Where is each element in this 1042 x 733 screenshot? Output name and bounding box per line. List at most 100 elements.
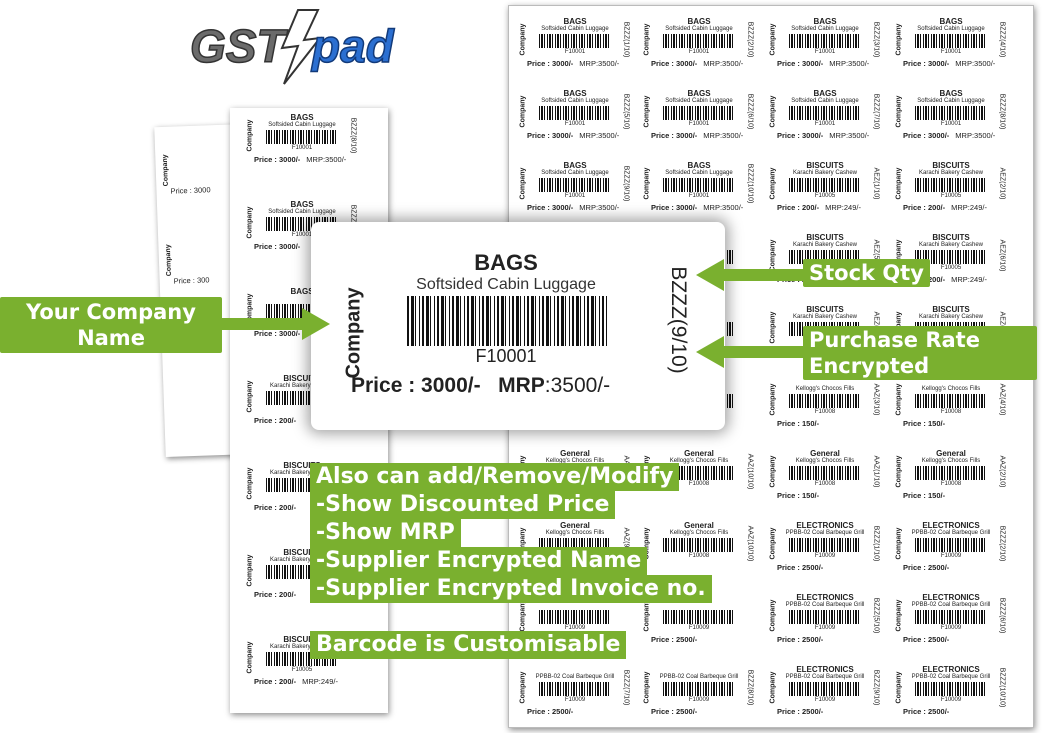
label-category: ELECTRONICS [796, 521, 854, 530]
label-stock-code: BZZZ(5/10) [872, 597, 880, 634]
back-label-company: Company [161, 154, 170, 187]
label-product: Karachi Bakery Cashew [918, 242, 984, 248]
label-stock-code: AAZ(3/10) [872, 383, 880, 416]
label-product: Kellogg's Chocos Fills [921, 386, 981, 392]
label-price: Price : 3000/- [651, 59, 698, 68]
label-code: F10001 [564, 121, 586, 127]
zoomed-barcode-label: Company BAGS Softsided Cabin Luggage F10… [311, 222, 725, 430]
label-mrp: MRP:3500/- [955, 59, 996, 68]
label-category: ELECTRONICS [796, 593, 854, 602]
label-product: Softsided Cabin Luggage [917, 26, 985, 32]
label-code: F10008 [688, 481, 710, 487]
label-price-row: Price : 200/- [254, 416, 302, 425]
label-code: F10001 [940, 121, 962, 127]
label-barcode [789, 34, 859, 48]
zoomed-label-stock-code: BZZZ(9/10) [667, 266, 690, 374]
label-price-row: Price : 2500/- [903, 635, 955, 644]
label-code: F10008 [814, 481, 836, 487]
label-code: F10001 [814, 49, 836, 55]
label-barcode [539, 178, 609, 192]
label-barcode [663, 610, 733, 624]
label-code: F10009 [940, 625, 962, 631]
label-code: F10001 [940, 49, 962, 55]
label-barcode [539, 106, 609, 120]
logo-text-gst: GST [190, 20, 288, 72]
label-code: F10008 [814, 409, 836, 415]
label-mrp: MRP:3500/- [703, 131, 744, 140]
label-product: PPBB-02 Coal Barbeque Grill [785, 530, 865, 536]
label-category: ELECTRONICS [922, 521, 980, 530]
label-barcode [663, 34, 733, 48]
label-company: Company [643, 95, 651, 128]
label-code: F10001 [564, 193, 586, 199]
label-barcode [663, 106, 733, 120]
arrow-right-icon [222, 308, 330, 340]
purchase-rate-callout: Purchase Rate Encrypted [803, 326, 1037, 380]
arrow-left-icon [696, 336, 806, 368]
label-company: Company [643, 167, 651, 200]
label-product: Kellogg's Chocos Fills [795, 458, 855, 464]
zoomed-label-product: Softsided Cabin Luggage [416, 276, 596, 293]
label-price: Price : 200/- [254, 677, 297, 686]
label-barcode [789, 394, 859, 408]
label-category: General [560, 449, 590, 458]
label-price: Price : 2500/- [903, 563, 950, 572]
label-stock-code: AEZ(2/10) [998, 167, 1006, 200]
label-price-row: Price : 3000/- [254, 242, 306, 251]
label-company: Company [246, 554, 254, 587]
label-stock-code: BZZZ(9/10) [622, 165, 630, 202]
label-price: Price : 3000/- [527, 59, 574, 68]
label-company: Company [246, 206, 254, 239]
label-product: Softsided Cabin Luggage [917, 98, 985, 104]
label-company: Company [769, 167, 777, 200]
label-code: F10001 [564, 49, 586, 55]
label-company: Company [769, 383, 777, 416]
label-price-row: Price : 200/-MRP:249/- [903, 203, 987, 212]
label-product: Softsided Cabin Luggage [268, 122, 336, 128]
label-code: F10009 [814, 553, 836, 559]
company-name-callout: Your Company Name [0, 297, 222, 353]
stock-qty-callout-text: Stock Qty [809, 261, 924, 285]
purchase-rate-callout-text: Purchase Rate Encrypted [809, 328, 980, 378]
label-category: BAGS [563, 89, 587, 98]
label-category: General [810, 449, 840, 458]
label-barcode [663, 538, 733, 552]
label-stock-code: BZZZ(3/10) [872, 21, 880, 58]
label-code: F10009 [564, 625, 586, 631]
label-category: BAGS [813, 89, 837, 98]
label-price: Price : 200/- [903, 203, 946, 212]
label-code: F10009 [940, 697, 962, 703]
stock-qty-callout: Stock Qty [803, 259, 930, 287]
label-product: Karachi Bakery Cashew [269, 557, 335, 563]
label-price-row: Price : 3000/-MRP:3500/- [651, 131, 743, 140]
label-price: Price : 3000/- [777, 59, 824, 68]
label-product: Softsided Cabin Luggage [541, 170, 609, 176]
label-stock-code: BZZZ(9/10) [872, 669, 880, 706]
label-category: BAGS [687, 89, 711, 98]
label-price: Price : 200/- [254, 590, 297, 599]
label-category: ELECTRONICS [922, 665, 980, 674]
label-mrp: MRP:3500/- [703, 59, 744, 68]
label-product: Softsided Cabin Luggage [791, 98, 859, 104]
label-category: BAGS [687, 161, 711, 170]
label-product: PPBB-02 Coal Barbeque Grill [911, 530, 991, 536]
label-mrp: MRP:3500/- [703, 203, 744, 212]
label-price-row: Price : 150/- [903, 491, 951, 500]
label-company: Company [769, 671, 777, 704]
label-barcode [266, 130, 336, 144]
label-product: Kellogg's Chocos Fills [669, 458, 729, 464]
label-barcode [915, 394, 985, 408]
label-category: BISCUITS [932, 161, 970, 170]
label-price: Price : 2500/- [777, 635, 824, 644]
label-code: F10009 [564, 697, 586, 703]
